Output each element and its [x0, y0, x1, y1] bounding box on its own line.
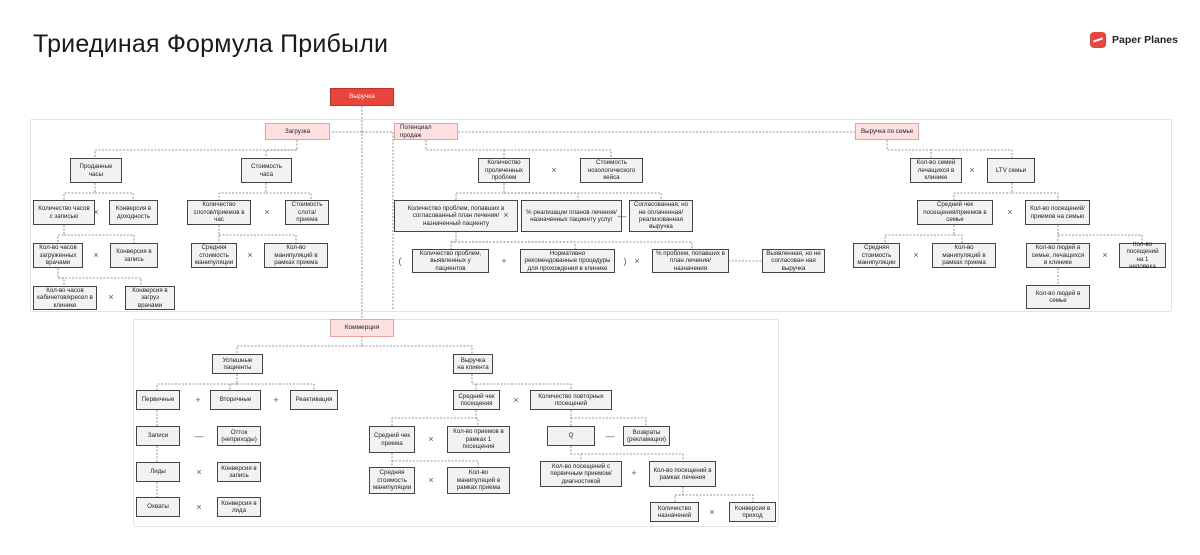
node-people-in-family: Кол-во людей в семье	[1026, 285, 1090, 309]
node-manip-count-f: Кол-во манипуляций в рамках приема	[932, 243, 996, 268]
operator-close-paren: )	[623, 256, 627, 266]
node-avg-check-visit: Средний чек посещения	[453, 390, 500, 410]
operator-times: ×	[1007, 207, 1013, 217]
operator-plus: +	[273, 395, 279, 405]
operator-plus: +	[631, 468, 637, 478]
operator-times: ×	[428, 475, 434, 485]
node-people-family: Кол-во людей в семье, лечащихся в клиник…	[1026, 243, 1090, 268]
node-hours-with-record: Количество часов с записью	[33, 200, 95, 225]
node-problems-in-plan: Количество проблем, попавших в согласова…	[394, 200, 518, 232]
node-visits-primary: Кол-во посещений с первичным приемом/диа…	[540, 461, 622, 487]
node-secondary: Вторичные	[210, 390, 261, 410]
brand-logo: Paper Planes	[1090, 32, 1178, 48]
operator-times: ×	[196, 467, 202, 477]
node-records: Записи	[136, 426, 180, 446]
operator-times: ×	[93, 250, 99, 260]
node-reactivation: Реактивация	[290, 390, 338, 410]
node-conv-profit: Конверсия в доходность	[109, 200, 158, 225]
node-avg-check-appt: Средний чек приема	[369, 426, 415, 453]
node-found-unagreed: Выявленная, но не согласован ная выручка	[762, 249, 825, 273]
node-loaded-hours: Кол-во часов загруженных врачами	[33, 243, 83, 268]
node-conv-load: Конверсия в загруз врачами	[125, 286, 175, 310]
node-conv-record-c: Конверсия в запись	[217, 462, 261, 482]
node-conv-record: Конверсия в запись	[110, 243, 158, 268]
node-plan-realization: % реализации планов лечения/ назначенных…	[521, 200, 622, 232]
node-returns: Возвраты (рекламации)	[623, 426, 670, 446]
node-chairs-hours: Кол-во часов кабинетов/кресел в клинике	[33, 286, 97, 310]
node-load: Загрузка	[265, 123, 330, 140]
node-families-count: Кол-во семей лечащихся в клинике	[910, 158, 962, 183]
operator-minus: —	[194, 431, 204, 441]
operator-times: ×	[551, 165, 557, 175]
operator-minus: —	[617, 211, 627, 221]
operator-times: ×	[93, 207, 99, 217]
node-successful-patients: Успешные пациенты	[212, 354, 263, 374]
operator-times: ×	[634, 256, 640, 266]
node-avg-manip-cost-f: Средняя стоимость манипуляции	[853, 243, 900, 268]
page-title: Триединая Формула Прибыли	[33, 30, 389, 58]
node-manip-count-c: Кол-во манипуляций в рамках приема	[447, 467, 510, 494]
node-reach: Охваты	[136, 497, 180, 517]
region-commerce	[133, 319, 779, 527]
node-visits-treatment: Кол-во посещений в рамках лечения	[649, 461, 716, 487]
operator-times: ×	[1102, 250, 1108, 260]
node-treated-problems: Количество пролеченных проблем	[478, 158, 530, 183]
node-revenue-client: Выручка на клиента	[453, 354, 493, 374]
operator-times: ×	[913, 250, 919, 260]
node-hour-cost: Стоимость часа	[241, 158, 292, 183]
operator-plus: +	[501, 256, 507, 266]
operator-times: ×	[709, 507, 715, 517]
node-visits-person: Кол-во посещений на 1 человека	[1119, 241, 1166, 270]
node-problems-found: Количество проблем, выявленных у пациент…	[412, 249, 489, 273]
node-ltv-family: LTV семьи	[987, 158, 1035, 183]
node-slots-count: Количество слотов/приемов в час	[187, 200, 251, 225]
operator-times: ×	[503, 210, 509, 220]
node-q: Q	[547, 426, 595, 446]
operator-open-paren: (	[398, 256, 402, 266]
node-nosology-cost: Стоимость нозологического кейса	[580, 158, 643, 183]
node-sales-potential: Потенциал продаж	[394, 123, 458, 140]
node-avg-manip-cost-c: Средняя стоимость манипуляции	[369, 467, 415, 494]
operator-times: ×	[969, 165, 975, 175]
node-commerce: Коммерция	[330, 319, 394, 337]
node-avg-manip-cost: Средняя стоимость манипуляции	[191, 243, 237, 268]
operator-times: ×	[513, 395, 519, 405]
node-normative-procedures: Нормативно рекомендованные процедуры для…	[520, 249, 615, 273]
paper-plane-icon	[1090, 32, 1106, 48]
operator-times: ×	[264, 207, 270, 217]
node-family-revenue: Выручка по семье	[855, 123, 919, 140]
node-agreed-unpaid: Согласованная, но не оплаченная/ реализо…	[629, 200, 693, 232]
operator-plus: +	[195, 395, 201, 405]
node-conv-arrival: Конверсия в приход	[729, 502, 776, 522]
operator-times: ×	[247, 250, 253, 260]
node-revenue: Выручка	[330, 88, 394, 106]
node-primary: Первичные	[136, 390, 180, 410]
node-appts-per-visit: Кол-во приемов в рамках 1 посещения	[447, 426, 510, 453]
operator-times: ×	[108, 292, 114, 302]
node-prescriptions: Количество назначений	[650, 502, 699, 522]
node-dropout: Отток (неприходы)	[217, 426, 261, 446]
node-manip-count: Кол-во манипуляций в рамках приема	[264, 243, 328, 268]
node-repeat-visits: Количество повторных посещений	[530, 390, 612, 410]
node-slot-cost: Стоимость слота/ приема	[285, 200, 329, 225]
brand-name: Paper Planes	[1112, 34, 1178, 46]
node-visits-family: Кол-во посещений/ приемов на семью	[1025, 200, 1090, 225]
node-conv-lead: Конверсия в лида	[217, 497, 261, 517]
operator-times: ×	[196, 502, 202, 512]
node-leads: Лиды	[136, 462, 180, 482]
node-pct-in-plan: % проблем, попавших в план лечения/ назн…	[652, 249, 729, 273]
operator-minus: —	[605, 431, 615, 441]
node-avg-check-family: Средний чек посещения/приемов в семье	[917, 200, 993, 225]
node-sold-hours: Проданные часы	[70, 158, 122, 183]
operator-times: ×	[428, 434, 434, 444]
